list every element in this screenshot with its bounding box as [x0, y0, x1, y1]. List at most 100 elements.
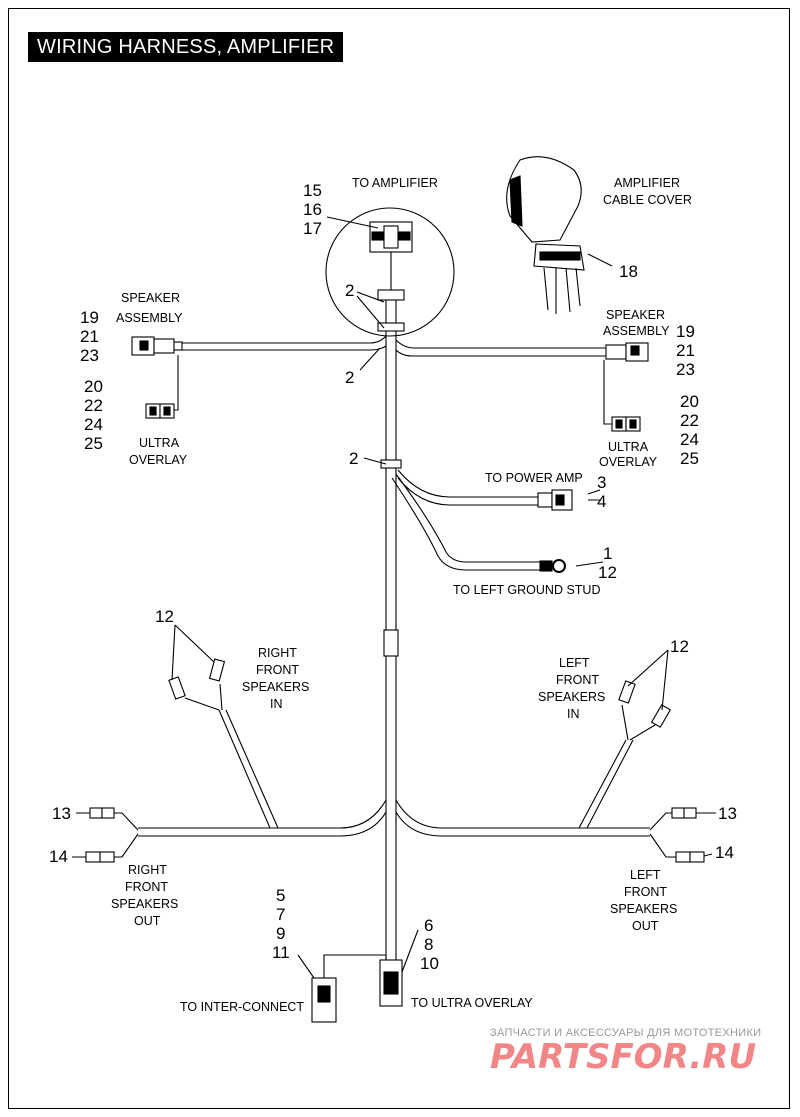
amplifier-cable-cover — [506, 156, 585, 314]
callout-right-21: 21 — [676, 341, 695, 360]
text-labels: TO AMPLIFIER AMPLIFIER CABLE COVER SPEAK… — [111, 176, 692, 1014]
left-front-out-connectors — [671, 807, 705, 863]
callout-12-right-in: 12 — [155, 607, 174, 626]
left-front-in-split — [621, 704, 661, 741]
right-overlay-connector — [611, 416, 641, 432]
callout-2-top: 2 — [345, 281, 354, 300]
label-left-front-in-3: SPEAKERS — [538, 690, 605, 704]
label-to-inter-connect: TO INTER-CONNECT — [180, 1000, 304, 1014]
right-out-leads — [649, 812, 676, 858]
label-right-speaker-assembly-1: SPEAKER — [606, 308, 665, 322]
label-left-speaker-assembly-2: ASSEMBLY — [116, 311, 183, 325]
right-overlay-lead — [603, 360, 612, 425]
callout-11: 11 — [272, 943, 290, 962]
right-front-in-lead — [218, 709, 279, 829]
label-left-front-out-4: OUT — [632, 919, 659, 933]
callout-6: 6 — [424, 916, 433, 935]
left-front-in-lead — [578, 739, 634, 829]
diagram-title: WIRING HARNESS, AMPLIFIER — [28, 32, 344, 62]
callout-left-25: 25 — [84, 434, 103, 453]
detail-circle — [325, 207, 455, 337]
ground-ring-terminal — [539, 559, 566, 573]
callout-2-mid: 2 — [345, 368, 354, 387]
label-left-ultra-2: OVERLAY — [129, 453, 188, 467]
right-speaker-connector — [605, 342, 649, 362]
left-speaker-branch — [180, 335, 387, 351]
speakers-out-crossbar — [138, 799, 650, 837]
label-amp-cover-1: AMPLIFIER — [614, 176, 680, 190]
callout-right-25: 25 — [680, 449, 699, 468]
label-right-front-in-4: IN — [270, 697, 283, 711]
callout-left-21: 21 — [80, 327, 99, 346]
label-left-front-out-1: LEFT — [630, 868, 661, 882]
callout-15: 15 — [303, 181, 322, 200]
label-right-front-in-1: RIGHT — [258, 646, 297, 660]
callout-18: 18 — [619, 262, 638, 281]
callout-5: 5 — [276, 886, 285, 905]
label-right-ultra-1: ULTRA — [608, 440, 649, 454]
ultra-overlay-connector — [379, 959, 403, 1007]
callout-3: 3 — [597, 473, 606, 492]
callout-14-left-out: 14 — [715, 843, 734, 862]
label-to-ultra-overlay: TO ULTRA OVERLAY — [411, 996, 533, 1010]
left-out-leads — [114, 812, 139, 858]
label-left-speaker-assembly-1: SPEAKER — [121, 291, 180, 305]
label-right-front-in-3: SPEAKERS — [242, 680, 309, 694]
callout-1: 1 — [603, 544, 612, 563]
left-speaker-connector — [131, 336, 183, 356]
label-right-ultra-2: OVERLAY — [599, 455, 658, 469]
watermark-tagline: ЗАПЧАСТИ И АКСЕССУАРЫ ДЛЯ МОТОТЕХНИКИ — [490, 1027, 761, 1039]
clamp-top — [377, 289, 405, 301]
callout-14-right-out: 14 — [49, 847, 68, 866]
callout-left-22: 22 — [84, 396, 103, 415]
label-right-front-out-3: SPEAKERS — [111, 897, 178, 911]
left-overlay-connector — [145, 403, 175, 419]
callout-12-ground: 12 — [598, 563, 617, 582]
label-left-front-out-2: FRONT — [624, 885, 667, 899]
callout-13-right-out: 13 — [52, 804, 71, 823]
label-right-speaker-assembly-2: ASSEMBLY — [603, 324, 670, 338]
ground-branch — [391, 473, 540, 571]
watermark: ЗАПЧАСТИ И АКСЕССУАРЫ ДЛЯ МОТОТЕХНИКИ PA… — [490, 1027, 761, 1077]
callout-12-left-in: 12 — [670, 637, 689, 656]
label-left-front-out-3: SPEAKERS — [610, 902, 677, 916]
callout-left-20: 20 — [84, 377, 103, 396]
label-left-ultra-1: ULTRA — [139, 436, 180, 450]
callout-right-24: 24 — [680, 430, 699, 449]
callout-7: 7 — [276, 905, 285, 924]
callout-right-19: 19 — [676, 322, 695, 341]
callout-left-19: 19 — [80, 308, 99, 327]
inter-connect-lead — [323, 954, 387, 978]
clamp-mid — [377, 322, 405, 332]
clamp-branch — [380, 459, 402, 469]
leader-lines — [72, 216, 716, 979]
callout-13-left-out: 13 — [718, 804, 737, 823]
label-to-amplifier: TO AMPLIFIER — [352, 176, 438, 190]
label-to-power-amp: TO POWER AMP — [485, 471, 583, 485]
right-front-out-connectors — [85, 807, 115, 863]
callout-right-22: 22 — [680, 411, 699, 430]
callout-right-20: 20 — [680, 392, 699, 411]
label-right-front-out-1: RIGHT — [128, 863, 167, 877]
right-speaker-branch — [395, 339, 606, 357]
callout-numbers: 15 16 17 18 2 2 2 19 21 23 20 22 24 25 1… — [49, 181, 737, 973]
callout-10: 10 — [420, 954, 439, 973]
callout-left-24: 24 — [84, 415, 103, 434]
right-front-in-split — [184, 683, 223, 711]
callout-left-23: 23 — [80, 346, 99, 365]
amplifier-connector — [369, 221, 413, 290]
left-overlay-lead — [170, 355, 179, 411]
inter-connect-connector — [311, 977, 337, 1023]
left-front-in-connectors — [618, 680, 672, 728]
callout-17: 17 — [303, 219, 322, 238]
callout-4: 4 — [597, 492, 606, 511]
callout-2-branch: 2 — [349, 449, 358, 468]
callout-right-23: 23 — [676, 360, 695, 379]
main-trunk — [385, 290, 397, 960]
label-left-front-in-2: FRONT — [556, 673, 599, 687]
callout-8: 8 — [424, 935, 433, 954]
right-front-in-connectors — [168, 658, 226, 700]
label-left-front-in-1: LEFT — [559, 656, 590, 670]
watermark-logo: PARTSFOR.RU — [490, 1037, 756, 1077]
